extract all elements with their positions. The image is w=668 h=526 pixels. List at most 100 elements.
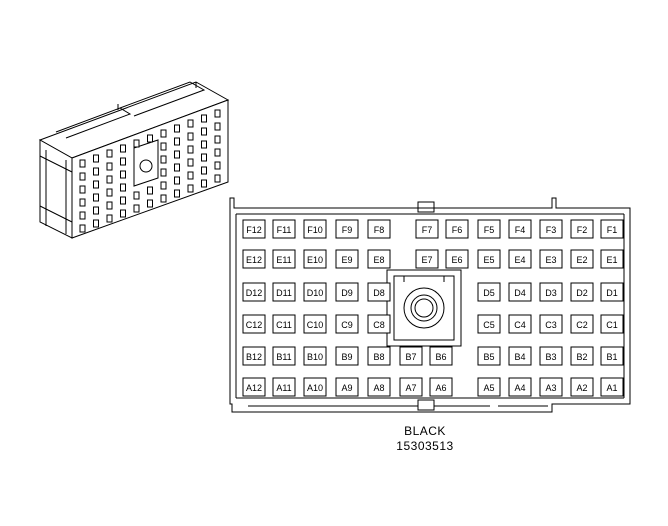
iso-cavity: [160, 168, 167, 177]
cavity-box: [303, 219, 327, 239]
cavity-box: [367, 377, 391, 397]
iso-cavity: [214, 122, 221, 131]
cavity-label: E7: [421, 255, 432, 265]
cavity-a11: A11: [272, 377, 296, 397]
cavity-box: [242, 249, 266, 269]
cavity-box: [477, 219, 501, 239]
iso-cavity: [214, 148, 221, 157]
cavity-label: E2: [576, 255, 587, 265]
iso-cavity: [93, 154, 99, 163]
cavity-label: F1: [607, 225, 618, 235]
cavity-label: E8: [373, 255, 384, 265]
cavity-label: B3: [545, 352, 556, 362]
cavity-d12: D12: [242, 282, 266, 302]
cavity-box: [445, 219, 469, 239]
cavity-label: F10: [307, 225, 323, 235]
cavity-e1: E1: [600, 249, 624, 269]
cavity-box: [539, 314, 563, 334]
cavity-label: B9: [341, 352, 352, 362]
cavity-box: [539, 346, 563, 366]
center-key-outer: [386, 269, 462, 347]
cavity-box: [367, 314, 391, 334]
cavity-d9: D9: [335, 282, 359, 302]
cavity-f12: F12: [242, 219, 266, 239]
cavity-box: [303, 282, 327, 302]
cavity-label: E1: [606, 255, 617, 265]
cavity-box: [539, 282, 563, 302]
cavity-box: [303, 377, 327, 397]
cavity-label: B12: [246, 352, 262, 362]
cavity-box: [600, 314, 624, 334]
cavity-label: A11: [276, 383, 291, 393]
iso-cavity: [174, 150, 180, 159]
cavity-label: F4: [515, 225, 526, 235]
cavity-label: D11: [276, 288, 292, 298]
cavity-b11: B11: [272, 346, 296, 366]
connector-part-number: 15303513: [396, 439, 454, 453]
cavity-f11: F11: [272, 219, 296, 239]
cavity-box: [477, 346, 501, 366]
iso-cavity: [79, 172, 86, 181]
cavity-b6: B6: [429, 346, 453, 366]
cavity-d1: D1: [600, 282, 624, 302]
cavity-box: [335, 249, 359, 269]
cavity-label: A2: [576, 383, 587, 393]
cavity-c8: C8: [367, 314, 391, 334]
cavity-d10: D10: [303, 282, 327, 302]
cavity-box: [429, 346, 453, 366]
iso-cavity: [106, 175, 113, 184]
iso-cavity: [147, 134, 153, 143]
iso-cavity: [174, 137, 180, 146]
iso-cavity: [201, 153, 207, 162]
cavity-label: C1: [606, 320, 618, 330]
cavity-label: D3: [545, 288, 557, 298]
cavity-box: [242, 377, 266, 397]
cavity-box: [539, 249, 563, 269]
cavity-c9: C9: [335, 314, 359, 334]
cavity-box: [242, 346, 266, 366]
cavity-box: [242, 314, 266, 334]
cavity-box: [272, 346, 296, 366]
cavity-label: B2: [576, 352, 587, 362]
iso-cavity: [201, 179, 207, 188]
cavity-a6: A6: [429, 377, 453, 397]
cavity-f5: F5: [477, 219, 501, 239]
cavity-box: [570, 346, 594, 366]
cavity-label: A6: [435, 383, 446, 393]
iso-cavity: [201, 127, 207, 136]
cavity-box: [477, 249, 501, 269]
iso-cavity: [187, 119, 194, 128]
cavity-box: [477, 314, 501, 334]
cavity-box: [508, 314, 532, 334]
cavity-label: C5: [483, 320, 495, 330]
cavity-box: [242, 282, 266, 302]
iso-cavity: [120, 196, 126, 205]
cavity-box: [272, 219, 296, 239]
cavity-b7: B7: [399, 346, 423, 366]
iso-cavity: [187, 158, 194, 167]
cavity-box: [367, 282, 391, 302]
cavity-a8: A8: [367, 377, 391, 397]
iso-cavity: [187, 132, 194, 141]
cavity-box: [272, 282, 296, 302]
cavity-b4: B4: [508, 346, 532, 366]
cavity-e10: E10: [303, 249, 327, 269]
cavity-f3: F3: [539, 219, 563, 239]
cavity-f9: F9: [335, 219, 359, 239]
cavity-label: B4: [514, 352, 525, 362]
cavity-f6: F6: [445, 219, 469, 239]
cavity-label: E4: [514, 255, 525, 265]
cavity-label: D9: [341, 288, 353, 298]
cavity-box: [600, 219, 624, 239]
cavity-b2: B2: [570, 346, 594, 366]
iso-cavity: [147, 199, 153, 208]
cavity-box: [272, 377, 296, 397]
cavity-box: [477, 377, 501, 397]
cavity-a5: A5: [477, 377, 501, 397]
iso-cavity: [93, 219, 99, 228]
cavity-box: [415, 249, 439, 269]
cavity-box: [367, 219, 391, 239]
iso-cavity: [93, 206, 99, 215]
cavity-label: D8: [373, 288, 385, 298]
cavity-b12: B12: [242, 346, 266, 366]
